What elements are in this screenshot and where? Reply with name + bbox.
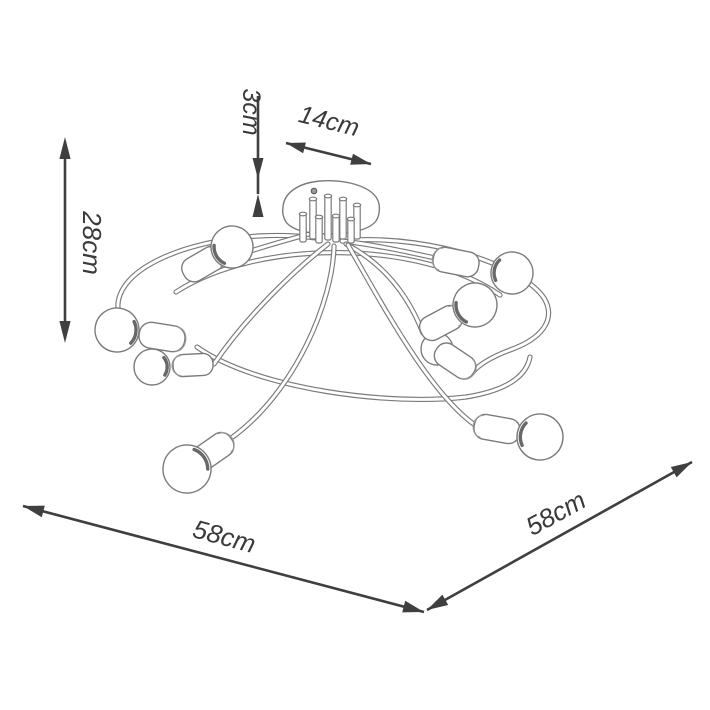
light-bulb xyxy=(162,444,212,494)
arrow-down-icon xyxy=(59,321,71,343)
arrow-left-icon xyxy=(286,142,306,154)
dimension-canopy-width: 14cm xyxy=(285,100,372,166)
dimension-canopy-height: 3cm xyxy=(237,88,265,217)
light-bulb xyxy=(210,225,254,269)
dimension-label-14cm: 14cm xyxy=(296,100,362,142)
arrow-right-icon xyxy=(670,462,692,478)
ceiling-canopy xyxy=(281,179,381,244)
bulb-socket xyxy=(433,342,477,380)
bulb-socket xyxy=(431,246,480,278)
bulb-socket xyxy=(138,321,187,353)
dimension-width: 58cm xyxy=(22,504,425,614)
bulb-socket-assembly xyxy=(431,246,534,295)
arrow-down-icon xyxy=(252,158,264,179)
arrow-left-icon xyxy=(427,594,449,610)
light-bulb xyxy=(516,413,564,461)
bulb-socket xyxy=(171,352,214,378)
canopy-screw xyxy=(310,187,318,195)
bulb-socket-assembly xyxy=(420,332,477,380)
bulb-socket-assembly xyxy=(418,282,498,342)
dimension-label-58cm-right: 58cm xyxy=(521,485,591,542)
bulb-socket-assembly xyxy=(181,225,254,283)
bulb-socket-assembly xyxy=(472,413,564,461)
arrow-left-icon xyxy=(23,505,45,518)
dimension-depth: 58cm xyxy=(426,460,693,612)
dimension-fixture-height: 28cm xyxy=(59,137,107,343)
lamp-drawing xyxy=(94,179,564,494)
bulb-socket-assembly xyxy=(162,431,235,494)
bulb-socket-assembly xyxy=(94,307,187,353)
arrow-up-icon xyxy=(59,137,71,159)
arrow-up-icon xyxy=(252,194,264,217)
arrow-right-icon xyxy=(402,600,424,613)
light-bulb xyxy=(133,348,171,386)
dimension-label-28cm: 28cm xyxy=(77,210,107,275)
dimension-label-3cm: 3cm xyxy=(237,88,265,135)
light-bulb xyxy=(94,307,140,353)
bulb-socket xyxy=(472,413,521,445)
canopy-tubes xyxy=(298,193,362,244)
light-bulb xyxy=(490,251,534,295)
arrow-right-icon xyxy=(350,153,371,165)
light-bulb xyxy=(452,282,498,328)
bulb-socket-assembly xyxy=(133,348,214,386)
